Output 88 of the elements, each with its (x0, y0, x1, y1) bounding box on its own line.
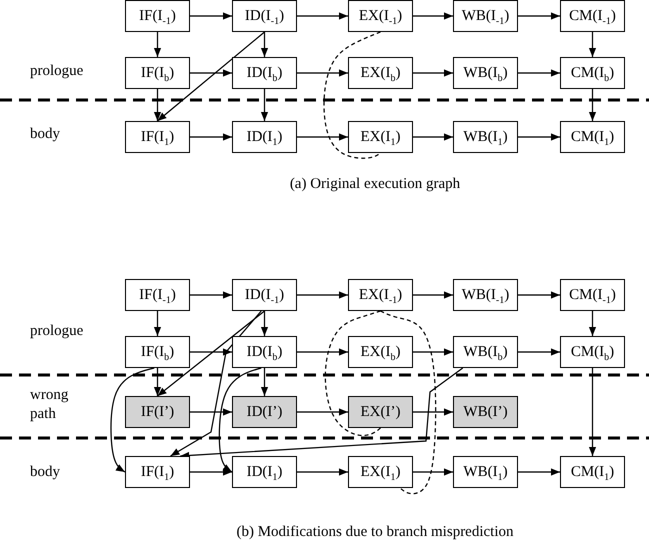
stage-box: WB(I$_{b}$) (453, 336, 518, 368)
arrow (518, 348, 560, 356)
stage-box: ID(I$_{b}$) (232, 57, 297, 89)
row-label: body (30, 463, 61, 482)
arrow (260, 89, 268, 121)
arrow (157, 32, 265, 122)
arrow (297, 69, 348, 77)
arrow (413, 348, 453, 356)
stage-box: WB(I$_{-1}$) (453, 279, 518, 311)
arrow (170, 310, 262, 457)
arrow (190, 348, 232, 356)
arrow (190, 69, 232, 77)
arrow (190, 408, 232, 416)
figure-caption: (a) Original execution graph (288, 175, 462, 194)
stage-box: IF(I$_{-1}$) (125, 279, 190, 311)
arrow (297, 291, 348, 299)
stage-box: IF(I’) (125, 396, 190, 428)
arrow (413, 12, 453, 20)
arrow (588, 32, 596, 57)
stage-box: IF(I$_{1}$) (125, 121, 190, 153)
arrow (518, 12, 560, 20)
arrow (110, 367, 154, 473)
arrow (297, 12, 348, 20)
stage-box: EX(I$_{1}$) (348, 456, 413, 488)
arrow (413, 133, 453, 141)
stage-box: WB(I$_{1}$) (453, 121, 518, 153)
arrow (588, 311, 596, 336)
stage-box: IF(I$_{-1}$) (125, 0, 190, 32)
arrow (413, 69, 453, 77)
arrow (413, 291, 453, 299)
arrow (588, 368, 596, 456)
stage-box: WB(I’) (453, 396, 518, 428)
arrow (190, 12, 232, 20)
stage-box: ID(I$_{-1}$) (232, 0, 297, 32)
arrow (157, 310, 265, 396)
arrow (588, 89, 596, 121)
arrow (518, 133, 560, 141)
arrow (190, 291, 232, 299)
arrow (260, 311, 268, 336)
stage-box: IF(I$_{b}$) (125, 336, 190, 368)
arrow (190, 468, 232, 476)
stage-box: CM(I$_{b}$) (560, 57, 625, 89)
stage-box: CM(I$_{1}$) (560, 456, 625, 488)
arrow (297, 348, 348, 356)
stage-box: CM(I$_{-1}$) (560, 0, 625, 32)
stage-box: WB(I$_{-1}$) (453, 0, 518, 32)
row-label: wrong path (30, 386, 70, 424)
stage-box: CM(I$_{b}$) (560, 336, 625, 368)
stage-box: EX(I’) (348, 396, 413, 428)
arrow (154, 89, 162, 121)
arrow (297, 408, 348, 416)
arrow (154, 368, 162, 396)
stage-box: IF(I$_{b}$) (125, 57, 190, 89)
arrow (413, 468, 453, 476)
arrow (260, 368, 268, 396)
stage-box: EX(I$_{b}$) (348, 57, 413, 89)
dashed-connector (324, 310, 381, 436)
arrow (297, 133, 348, 141)
arrow (154, 32, 162, 57)
stage-box: WB(I$_{1}$) (453, 456, 518, 488)
stage-box: ID(I$_{b}$) (232, 336, 297, 368)
stage-box: CM(I$_{-1}$) (560, 279, 625, 311)
figure-caption: (b) Modifications due to branch misprediction (235, 523, 515, 542)
arrow (413, 408, 453, 416)
row-label: prologue (30, 62, 84, 81)
stage-box: ID(I’) (232, 396, 297, 428)
arrow (154, 311, 162, 336)
stage-box: WB(I$_{b}$) (453, 57, 518, 89)
arrow (190, 133, 232, 141)
stage-box: ID(I$_{1}$) (232, 121, 297, 153)
arrow (518, 69, 560, 77)
stage-box: CM(I$_{1}$) (560, 121, 625, 153)
row-label: body (30, 125, 61, 144)
stage-box: EX(I$_{1}$) (348, 121, 413, 153)
stage-box: ID(I$_{1}$) (232, 456, 297, 488)
stage-box: IF(I$_{1}$) (125, 456, 190, 488)
stage-box: EX(I$_{b}$) (348, 336, 413, 368)
arrow (297, 468, 348, 476)
arrow (218, 367, 262, 473)
stage-box: EX(I$_{-1}$) (348, 279, 413, 311)
dashed-connector (380, 310, 436, 494)
arrow (518, 291, 560, 299)
arrow (518, 468, 560, 476)
stage-box: EX(I$_{-1}$) (348, 0, 413, 32)
stage-box: ID(I$_{-1}$) (232, 279, 297, 311)
row-label: prologue (30, 322, 84, 341)
arrow (260, 32, 268, 57)
dashed-connector (323, 31, 381, 159)
